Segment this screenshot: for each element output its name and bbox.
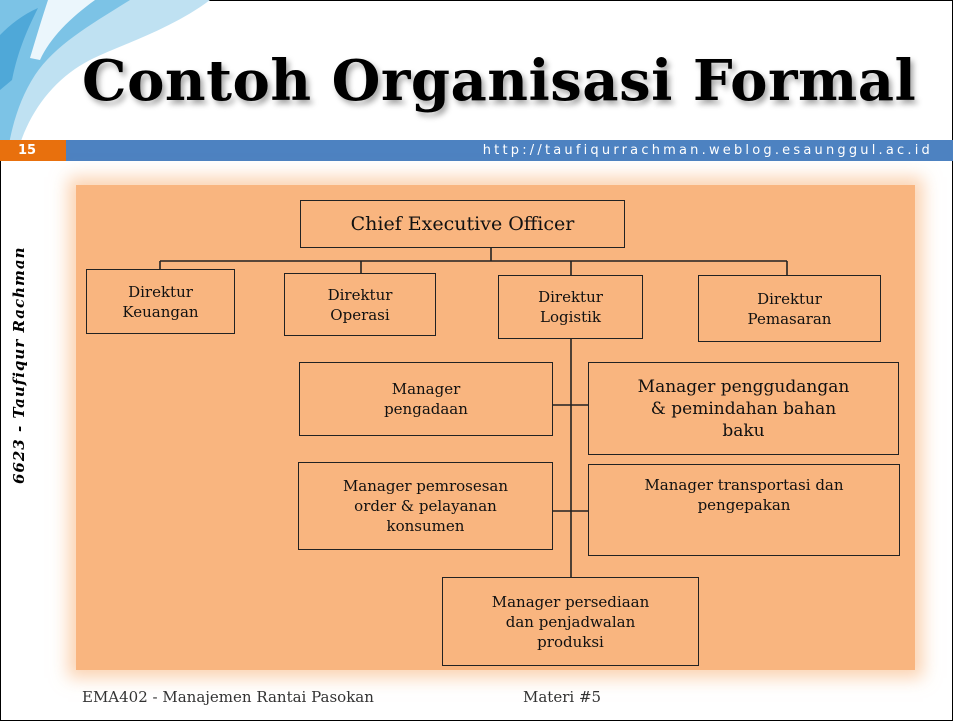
box-ceo: Chief Executive Officer xyxy=(300,200,625,248)
footer-course: EMA402 - Manajemen Rantai Pasokan xyxy=(82,688,374,706)
box-manager-persediaan: Manager persediaan dan penjadwalan produ… xyxy=(442,577,699,666)
box-direktur-keuangan: Direktur Keuangan xyxy=(86,269,235,334)
slide-title: Contoh Organisasi Formal xyxy=(82,48,917,114)
box-manager-transportasi: Manager transportasi dan pengepakan xyxy=(588,464,900,556)
box-direktur-operasi: Direktur Operasi xyxy=(284,273,436,336)
box-direktur-logistik: Direktur Logistik xyxy=(498,275,643,339)
box-manager-pengadaan: Manager pengadaan xyxy=(299,362,553,436)
org-chart: Chief Executive Officer Direktur Keuanga… xyxy=(76,185,915,670)
slide-number: 15 xyxy=(0,140,66,161)
box-manager-pemrosesan: Manager pemrosesan order & pelayanan kon… xyxy=(298,462,553,550)
url-banner[interactable]: http://taufiqurrachman.weblog.esaunggul.… xyxy=(66,140,953,161)
author-vertical-label: 6623 - Taufiqur Rachman xyxy=(10,246,28,484)
org-chart-connectors xyxy=(159,247,788,577)
swirl-logo xyxy=(0,0,210,150)
footer-materi: Materi #5 xyxy=(523,688,602,706)
box-direktur-pemasaran: Direktur Pemasaran xyxy=(698,275,881,342)
box-manager-penggudangan: Manager penggudangan & pemindahan bahan … xyxy=(588,362,899,455)
